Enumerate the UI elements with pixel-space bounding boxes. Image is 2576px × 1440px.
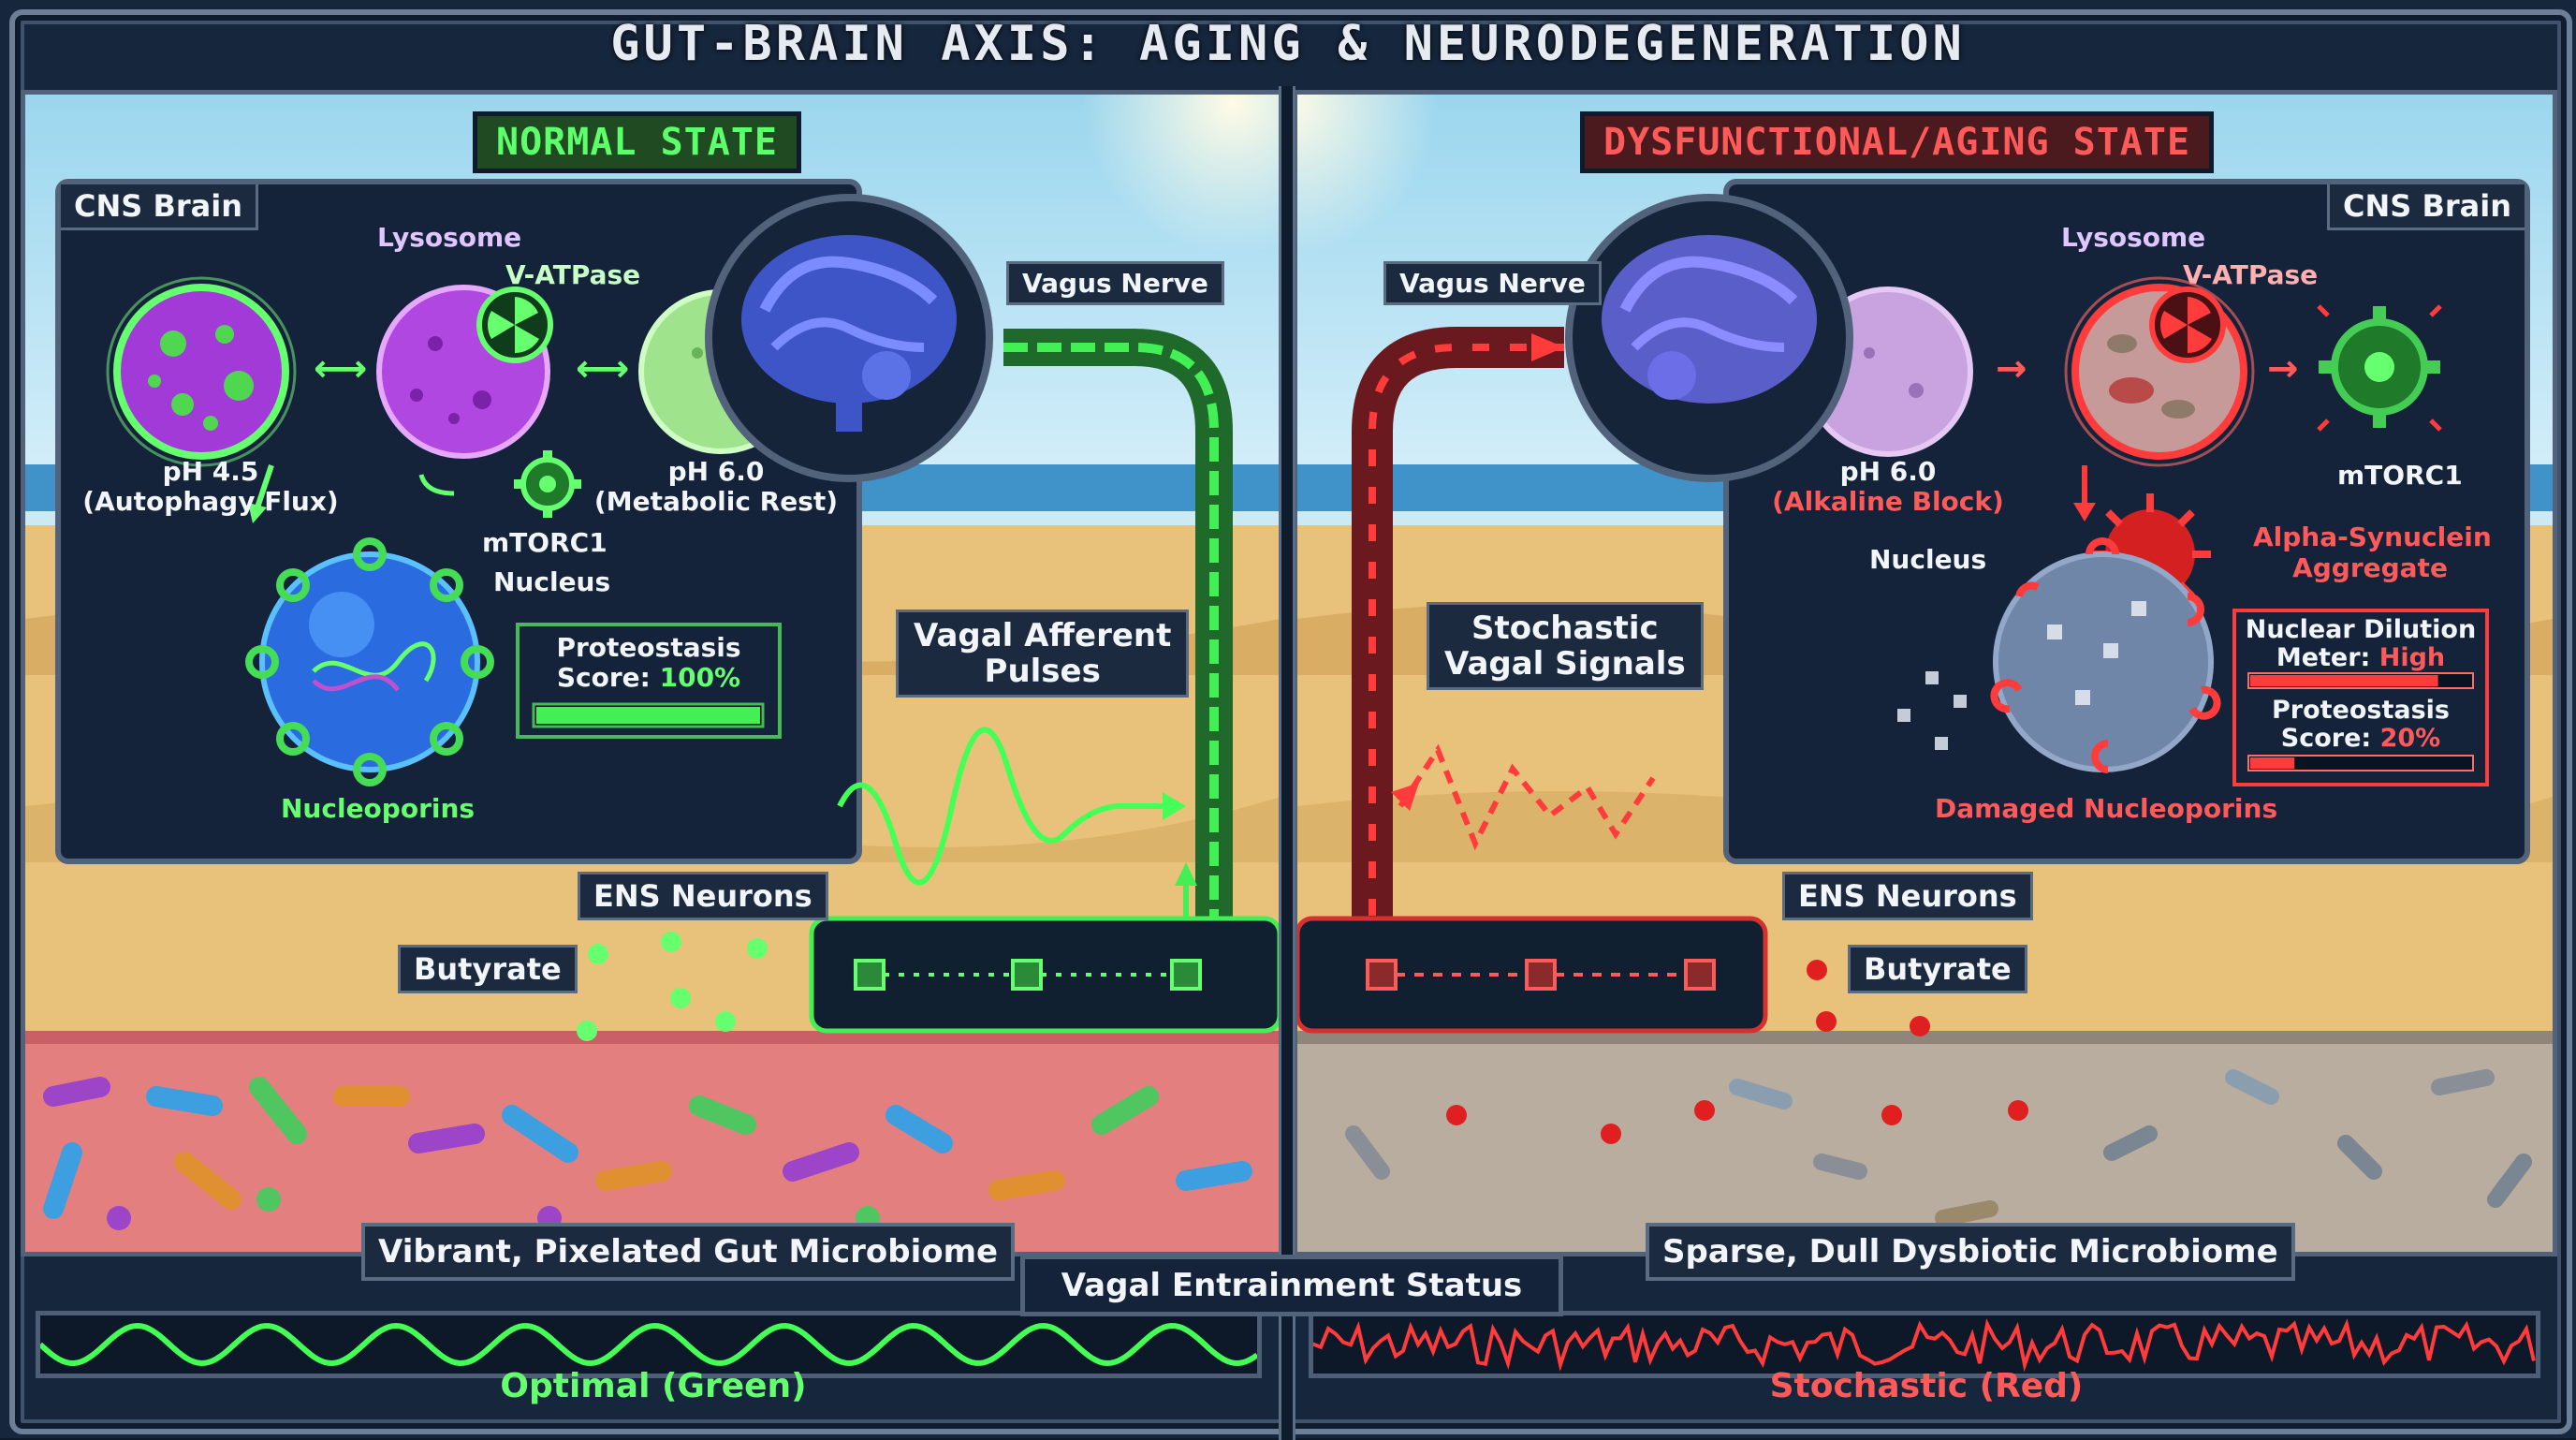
vagus-nerve-label: Vagus Nerve xyxy=(1006,261,1224,305)
proteostasis-meter-track xyxy=(2247,755,2474,771)
damaged-nucleoporins-label: Damaged Nucleoporins xyxy=(1935,793,2278,824)
optimal-wave-box xyxy=(36,1311,1262,1378)
nuclear-dilution-label: Nuclear Dilution xyxy=(2245,615,2477,644)
butyrate-molecules xyxy=(577,932,768,1041)
svg-text:⟷: ⟷ xyxy=(576,347,629,390)
nucleus-label: Nucleus xyxy=(493,566,611,597)
nucleoporins-label: Nucleoporins xyxy=(281,793,476,824)
proteostasis-label: Proteostasis xyxy=(2271,696,2450,725)
proteostasis-meter-fill xyxy=(2250,757,2295,769)
proteostasis-score: Score: 100% xyxy=(556,662,741,693)
nuclear-dilution-meter-fill xyxy=(2250,675,2438,686)
ph-acidic-sub: (Autophagy Flux) xyxy=(82,486,339,517)
brain-icon xyxy=(705,194,993,482)
ph-alkaline-label: pH 6.0 xyxy=(1839,456,1937,487)
dysfunctional-vagal-pathway xyxy=(1297,194,2532,1227)
stochastic-label: Stochastic (Red) xyxy=(1769,1367,2084,1405)
vatpase-fan-icon xyxy=(2149,287,2226,363)
normal-state-label: NORMAL STATE xyxy=(473,111,801,173)
leaking-protein-fragments xyxy=(1897,671,1967,750)
nucleus-label: Nucleus xyxy=(1869,544,1987,575)
damaged-nucleoporin-icons xyxy=(1990,537,2221,773)
ens-neurons-label: ENS Neurons xyxy=(1782,872,2033,920)
brain-icon xyxy=(1565,194,1853,482)
mtorc1-label: mTORC1 xyxy=(2337,460,2463,491)
mtorc1-gear-icon xyxy=(514,450,581,518)
cns-brain-box: CNS Brain Lysosome V-ATPase ⟷ xyxy=(55,179,862,864)
svg-text:⟷: ⟷ xyxy=(314,347,367,390)
ens-neurons-label: ENS Neurons xyxy=(578,872,828,920)
cns-brain-label: CNS Brain xyxy=(2327,184,2525,230)
butyrate-molecules xyxy=(1446,960,2028,1144)
butyrate-label: Butyrate xyxy=(398,945,578,993)
lysosome-label: Lysosome xyxy=(377,222,522,253)
normal-state-panel: NORMAL STATE CNS Brain Lysosome V-ATPase… xyxy=(21,90,1285,1256)
svg-text:→: → xyxy=(2267,347,2299,390)
lysosome-acidic-icon xyxy=(106,276,297,467)
nucleus-icon xyxy=(259,551,480,772)
vagus-nerve-label: Vagus Nerve xyxy=(1383,261,1602,305)
proteostasis-label: Proteostasis xyxy=(556,632,741,663)
proteostasis-score: Score: 20% xyxy=(2280,724,2441,753)
cns-diagram: ⟷ ⟷ xyxy=(106,276,803,786)
vatpase-fan-icon xyxy=(476,287,553,363)
dysfunctional-state-label: DYSFUNCTIONAL/AGING STATE xyxy=(1580,111,2215,173)
vagal-entrainment-bar xyxy=(26,1292,2550,1423)
nucleoporin-icons xyxy=(245,537,494,786)
dysfunctional-state-panel: DYSFUNCTIONAL/AGING STATE CNS Brain Lyso… xyxy=(1293,90,2557,1256)
bacteria-icon xyxy=(43,1077,1252,1230)
nuclear-dilution-value: Meter: High xyxy=(2276,643,2446,672)
vibrant-microbiome-label: Vibrant, Pixelated Gut Microbiome xyxy=(361,1223,1016,1281)
ens-neuron-icons xyxy=(1366,959,1716,991)
ph-neutral-sub: (Metabolic Rest) xyxy=(593,486,839,517)
cns-brain-label: CNS Brain xyxy=(61,184,258,230)
page-title: GUT-BRAIN AXIS: AGING & NEURODEGENERATIO… xyxy=(610,16,1966,72)
stochastic-wave xyxy=(1311,1318,2536,1373)
optimal-wave xyxy=(37,1322,1259,1367)
svg-text:→: → xyxy=(1996,347,2027,390)
butyrate-label: Butyrate xyxy=(1848,945,2027,993)
lysosome-label: Lysosome xyxy=(2061,222,2206,253)
ph-acidic-label: pH 4.5 xyxy=(162,456,259,487)
optimal-label: Optimal (Green) xyxy=(500,1367,807,1405)
normal-vagal-pathway xyxy=(43,194,1281,1230)
cns-brain-box-dysfunctional: CNS Brain Lysosome V-ATPase → → xyxy=(1723,179,2530,864)
ens-neuron-icons xyxy=(854,959,1202,991)
bacteria-icon xyxy=(1345,1069,2532,1227)
ph-neutral-label: pH 6.0 xyxy=(667,456,765,487)
vatpase-label: V-ATPase xyxy=(2183,259,2319,290)
vagal-entrainment-status-label: Vagal Entrainment Status xyxy=(1020,1255,1563,1316)
vatpase-label: V-ATPase xyxy=(505,259,641,290)
mtorc1-label: mTORC1 xyxy=(482,527,607,558)
ph-alkaline-sub: (Alkaline Block) xyxy=(1772,486,2004,517)
mtorc1-gear-icon xyxy=(2317,304,2442,432)
stochastic-wave-box xyxy=(1309,1311,2540,1378)
dysbiotic-microbiome-label: Sparse, Dull Dysbiotic Microbiome xyxy=(1646,1223,2295,1281)
panel-divider xyxy=(1279,86,1295,1440)
proteostasis-meter-fill xyxy=(536,707,760,724)
